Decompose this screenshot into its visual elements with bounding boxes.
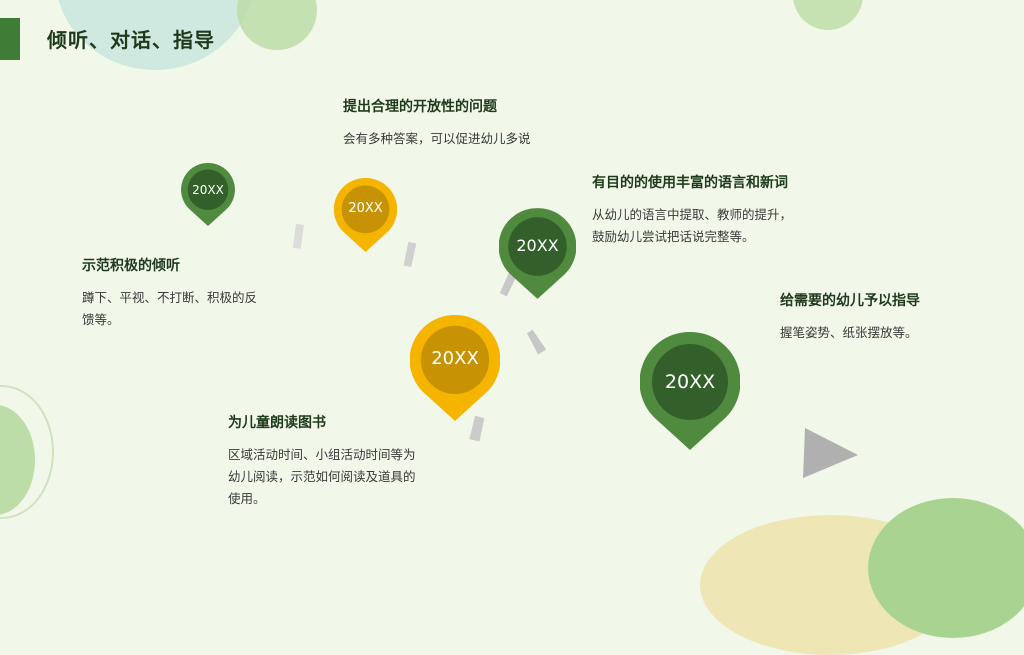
section-text: 会有多种答案，可以促进幼儿多说	[343, 131, 531, 146]
map-pin-icon	[639, 331, 741, 450]
section-listening: 示范积极的倾听 蹲下、平视、不打断、积极的反 馈等。	[82, 255, 297, 331]
section-questions: 提出合理的开放性的问题 会有多种答案，可以促进幼儿多说	[343, 96, 583, 150]
section-heading: 提出合理的开放性的问题	[343, 99, 497, 115]
section-heading: 给需要的幼儿予以指导	[780, 293, 920, 309]
section-heading: 为儿童朗读图书	[228, 415, 326, 431]
marker-label: 20XX	[664, 371, 716, 393]
marker-label: 20XX	[516, 236, 559, 255]
map-pin-marker: 20XX	[409, 314, 501, 421]
section-heading: 有目的的使用丰富的语言和新词	[592, 175, 788, 191]
section-guidance: 给需要的幼儿予以指导 握笔姿势、纸张摆放等。	[780, 290, 980, 344]
map-pin-icon	[498, 208, 577, 299]
section-reading: 为儿童朗读图书 区域活动时间、小组活动时间等为 幼儿阅读，示范如何阅读及道具的 …	[228, 412, 458, 510]
section-text: 握笔姿势、纸张摆放等。	[780, 325, 918, 340]
map-pin-marker: 20XX	[639, 331, 741, 450]
section-vocabulary: 有目的的使用丰富的语言和新词 从幼儿的语言中提取、教师的提升， 鼓励幼儿尝试把话…	[592, 172, 832, 248]
section-text: 蹲下、平视、不打断、积极的反 馈等。	[82, 290, 258, 327]
title-accent-bar	[0, 18, 20, 60]
map-pin-marker: 20XX	[181, 162, 235, 226]
map-pin-icon	[333, 177, 398, 252]
map-pin-icon	[409, 314, 501, 421]
marker-label: 20XX	[431, 348, 479, 369]
map-pin-marker: 20XX	[333, 177, 398, 252]
marker-label: 20XX	[348, 201, 383, 216]
section-text: 从幼儿的语言中提取、教师的提升， 鼓励幼儿尝试把话说完整等。	[592, 207, 793, 244]
road-arrow-head	[803, 428, 858, 478]
map-pin-marker: 20XX	[498, 208, 577, 299]
page-title: 倾听、对话、指导	[47, 28, 215, 52]
map-pin-icon	[181, 162, 235, 226]
section-text: 区域活动时间、小组活动时间等为 幼儿阅读，示范如何阅读及道具的 使用。	[228, 447, 416, 506]
section-heading: 示范积极的倾听	[82, 258, 180, 274]
marker-label: 20XX	[192, 183, 224, 197]
